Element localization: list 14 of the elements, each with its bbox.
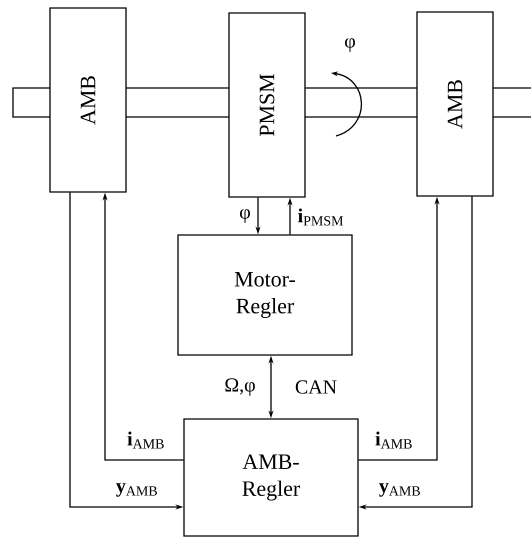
- process-box: AMB: [416, 11, 494, 197]
- edge-label: i$_{AMB}$: [128, 432, 164, 448]
- signal-label: CAN: [296, 380, 337, 394]
- edge-label: y$_{AMB}$: [379, 483, 420, 497]
- edge-label: i$_{PMSM}$: [298, 208, 344, 226]
- edge-label: Ω,φ: [225, 378, 255, 396]
- edge-label: i$_{AMB}$: [376, 432, 412, 448]
- process-box: AMB-Regler: [183, 418, 359, 537]
- process-box: PMSM: [228, 12, 306, 198]
- process-box: AMB: [49, 7, 127, 193]
- edge-label: φ: [240, 209, 250, 223]
- process-box: Motor-Regler: [177, 234, 353, 356]
- signal-label: φ: [345, 38, 355, 52]
- edge-label: y$_{AMB}$: [116, 483, 157, 497]
